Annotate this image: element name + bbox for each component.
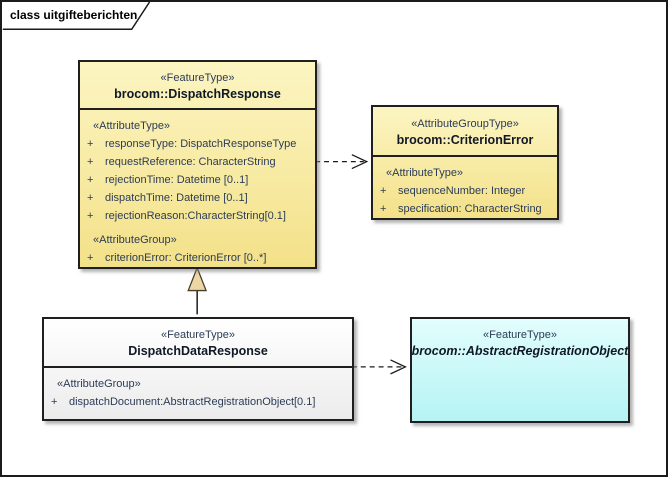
class-abstract-registration-object[interactable]: «FeatureType» brocom::AbstractRegistrati… [410, 317, 630, 423]
dependency-dispatchresponse-criterionerror [315, 154, 369, 170]
class-header: «FeatureType» brocom::AbstractRegistrati… [411, 319, 629, 366]
generalization-triangle-icon [187, 265, 208, 292]
visibility: + [380, 185, 387, 197]
attribute-row: + dispatchDocument:AbstractRegistrationO… [44, 393, 352, 411]
class-header: «FeatureType» brocom::DispatchResponse [80, 62, 315, 108]
section-label: «AttributeGroup» [93, 234, 177, 246]
attribute-row: + sequenceNumber: Integer [373, 182, 557, 200]
visibility: + [87, 192, 94, 204]
attribute-text: criterionError: CriterionError [0..*] [105, 252, 267, 264]
attribute-row: + responseType: DispatchResponseType [80, 135, 315, 153]
visibility: + [87, 138, 94, 150]
class-attribute-compartment: «AttributeType» + sequenceNumber: Intege… [373, 155, 557, 218]
visibility: + [87, 252, 94, 264]
attribute-text: rejectionTime: Datetime [0..1] [105, 174, 249, 186]
visibility: + [87, 174, 94, 186]
attribute-row: + dispatchTime: Datetime [0..1] [80, 189, 315, 207]
visibility: + [87, 156, 94, 168]
attribute-text: rejectionReason:CharacterString[0.1] [105, 210, 286, 222]
class-name: brocom::AbstractRegistrationObject [411, 344, 629, 358]
attribute-text: sequenceNumber: Integer [398, 185, 526, 197]
open-arrowhead-icon [351, 154, 369, 170]
section-label: «AttributeType» [386, 167, 464, 179]
section-label: «AttributeType» [93, 120, 171, 132]
class-header: «AttributeGroupType» brocom::CriterionEr… [373, 107, 557, 155]
class-name: DispatchDataResponse [128, 344, 268, 358]
attribute-text: responseType: DispatchResponseType [105, 138, 297, 150]
class-stereotype: «AttributeGroupType» [411, 117, 519, 130]
class-name: brocom::CriterionError [396, 132, 534, 147]
class-name: brocom::DispatchResponse [114, 86, 281, 101]
attribute-text: dispatchDocument:AbstractRegistrationObj… [69, 396, 316, 408]
attribute-row: + requestReference: CharacterString [80, 153, 315, 171]
open-arrowhead-icon [390, 359, 407, 375]
class-attribute-compartment: «AttributeGroup» + dispatchDocument:Abst… [44, 366, 352, 419]
class-stereotype: «FeatureType» [483, 329, 557, 341]
class-stereotype: «FeatureType» [160, 71, 235, 84]
attribute-row: + rejectionReason:CharacterString[0.1] [80, 207, 315, 225]
class-attribute-compartment: «AttributeType» + responseType: Dispatch… [80, 108, 315, 267]
class-dispatch-response[interactable]: «FeatureType» brocom::DispatchResponse «… [78, 60, 317, 269]
class-stereotype: «FeatureType» [161, 329, 235, 341]
visibility: + [87, 210, 94, 222]
visibility: + [380, 203, 387, 215]
section-label: «AttributeGroup» [57, 378, 141, 390]
generalization-dispatchdataresponse-dispatchresponse [187, 265, 208, 315]
attribute-text: dispatchTime: Datetime [0..1] [105, 192, 248, 204]
attribute-row: + rejectionTime: Datetime [0..1] [80, 171, 315, 189]
attribute-row: + criterionError: CriterionError [0..*] [80, 249, 315, 267]
class-header: «FeatureType» DispatchDataResponse [44, 319, 352, 366]
class-criterion-error[interactable]: «AttributeGroupType» brocom::CriterionEr… [371, 105, 559, 220]
attribute-row: + specification: CharacterString [373, 200, 557, 218]
attribute-text: requestReference: CharacterString [105, 156, 276, 168]
attribute-text: specification: CharacterString [398, 203, 542, 215]
diagram-frame-title: class uitgifteberichten [10, 8, 138, 22]
class-dispatch-data-response[interactable]: «FeatureType» DispatchDataResponse «Attr… [42, 317, 354, 421]
visibility: + [51, 396, 58, 408]
dependency-dispatchdataresponse-abstractregistrationobject [351, 359, 407, 375]
